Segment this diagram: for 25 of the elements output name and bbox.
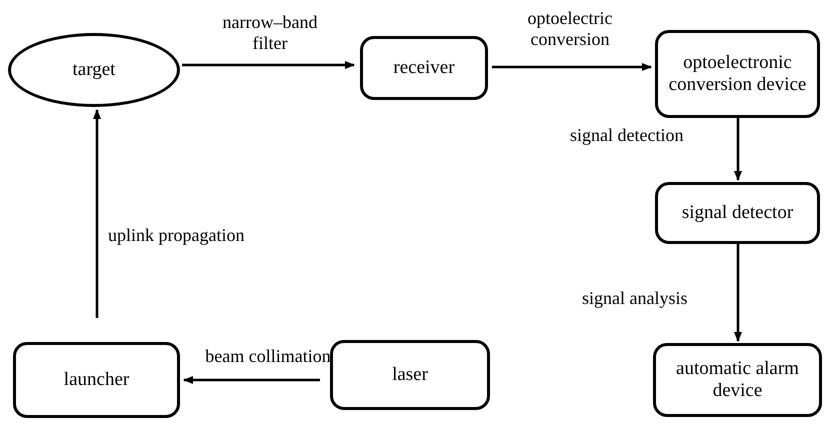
edge-label: signal analysis	[582, 288, 688, 309]
process-box	[330, 340, 490, 410]
edge-label: signal detection	[570, 125, 684, 146]
edge-label: narrow–band filter	[222, 12, 318, 54]
arrow	[183, 376, 320, 384]
node-label: laser	[392, 364, 428, 386]
node-label: signal detector	[682, 202, 794, 224]
process-box	[653, 343, 822, 417]
process-box	[655, 30, 820, 118]
process-box	[655, 182, 820, 244]
arrow	[182, 61, 355, 69]
node-label: launcher	[64, 369, 130, 391]
edge-label: uplink propagation	[108, 225, 246, 246]
node-label: target	[72, 59, 116, 81]
arrow	[93, 109, 101, 318]
node-label: receiver	[393, 57, 455, 79]
arrow	[734, 244, 742, 342]
edge-label: optoelectric conversion	[526, 8, 614, 50]
node-label: optoelectronic conversion device	[668, 52, 808, 96]
arrow	[492, 63, 652, 71]
arrow	[734, 118, 742, 181]
edge-label: beam collimation	[204, 346, 332, 367]
node-label: automatic alarm device	[675, 358, 800, 402]
process-box	[13, 342, 180, 418]
process-box	[360, 36, 488, 100]
